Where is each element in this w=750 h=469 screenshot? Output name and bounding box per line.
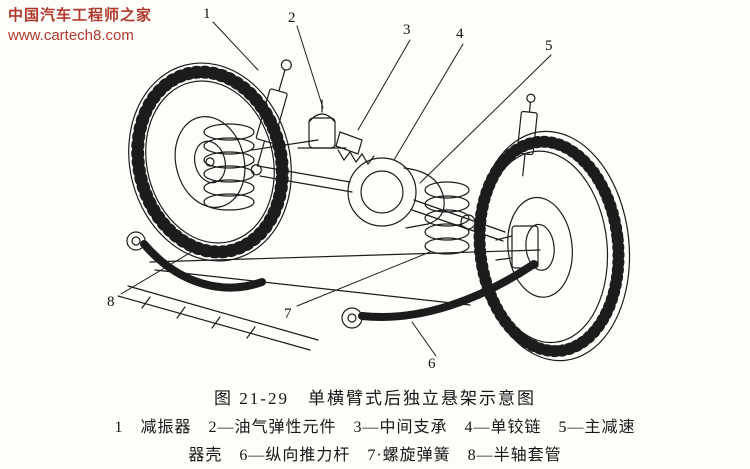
part-label-7: 7 xyxy=(284,306,292,322)
longitudinal-thrust-rod xyxy=(341,260,538,329)
oleo-pneumatic-element xyxy=(297,99,347,149)
leader-lines xyxy=(120,21,552,357)
part-label-6: 6 xyxy=(428,356,436,372)
part-label-4: 4 xyxy=(456,26,464,42)
left-shock-absorber xyxy=(250,59,292,176)
legend-line-2: 器壳 6—纵向推力杆 7·螺旋弹簧 8—半轴套管 xyxy=(188,447,562,464)
left-coil-spring xyxy=(203,123,255,211)
suspension-diagram: 1 2 3 4 5 6 7 8 xyxy=(107,6,631,372)
part-label-2: 2 xyxy=(288,10,296,26)
right-shock-absorber xyxy=(516,93,538,177)
watermark-site-name: 中国汽车工程师之家 xyxy=(8,8,153,24)
track-rods xyxy=(149,249,541,306)
frame-rail xyxy=(117,285,319,351)
center-support xyxy=(335,131,363,155)
part-label-5: 5 xyxy=(545,38,553,54)
part-label-3: 3 xyxy=(403,22,411,38)
middle-coil-spring xyxy=(424,181,470,255)
part-label-8: 8 xyxy=(107,294,115,310)
differential-housing xyxy=(347,157,445,229)
legend-line-1: 1 减振器 2—油气弹性元件 3—中间支承 4—单铰链 5—主减速 xyxy=(114,419,636,436)
part-label-1: 1 xyxy=(203,6,211,22)
diagram-artwork xyxy=(117,21,631,362)
right-wheel xyxy=(473,130,631,362)
hinge-boot xyxy=(337,149,375,166)
left-trailing-arm xyxy=(126,231,266,292)
left-axle-tube xyxy=(251,139,353,193)
figure-caption: 图 21-29 单横臂式后独立悬架示意图 xyxy=(214,389,536,408)
watermark-site-url: www.cartech8.com xyxy=(8,27,134,44)
figure-legend: 1 减振器 2—油气弹性元件 3—中间支承 4—单铰链 5—主减速 器壳 6—纵… xyxy=(0,414,750,469)
watermark: 中国汽车工程师之家 www.cartech8.com xyxy=(8,6,152,46)
